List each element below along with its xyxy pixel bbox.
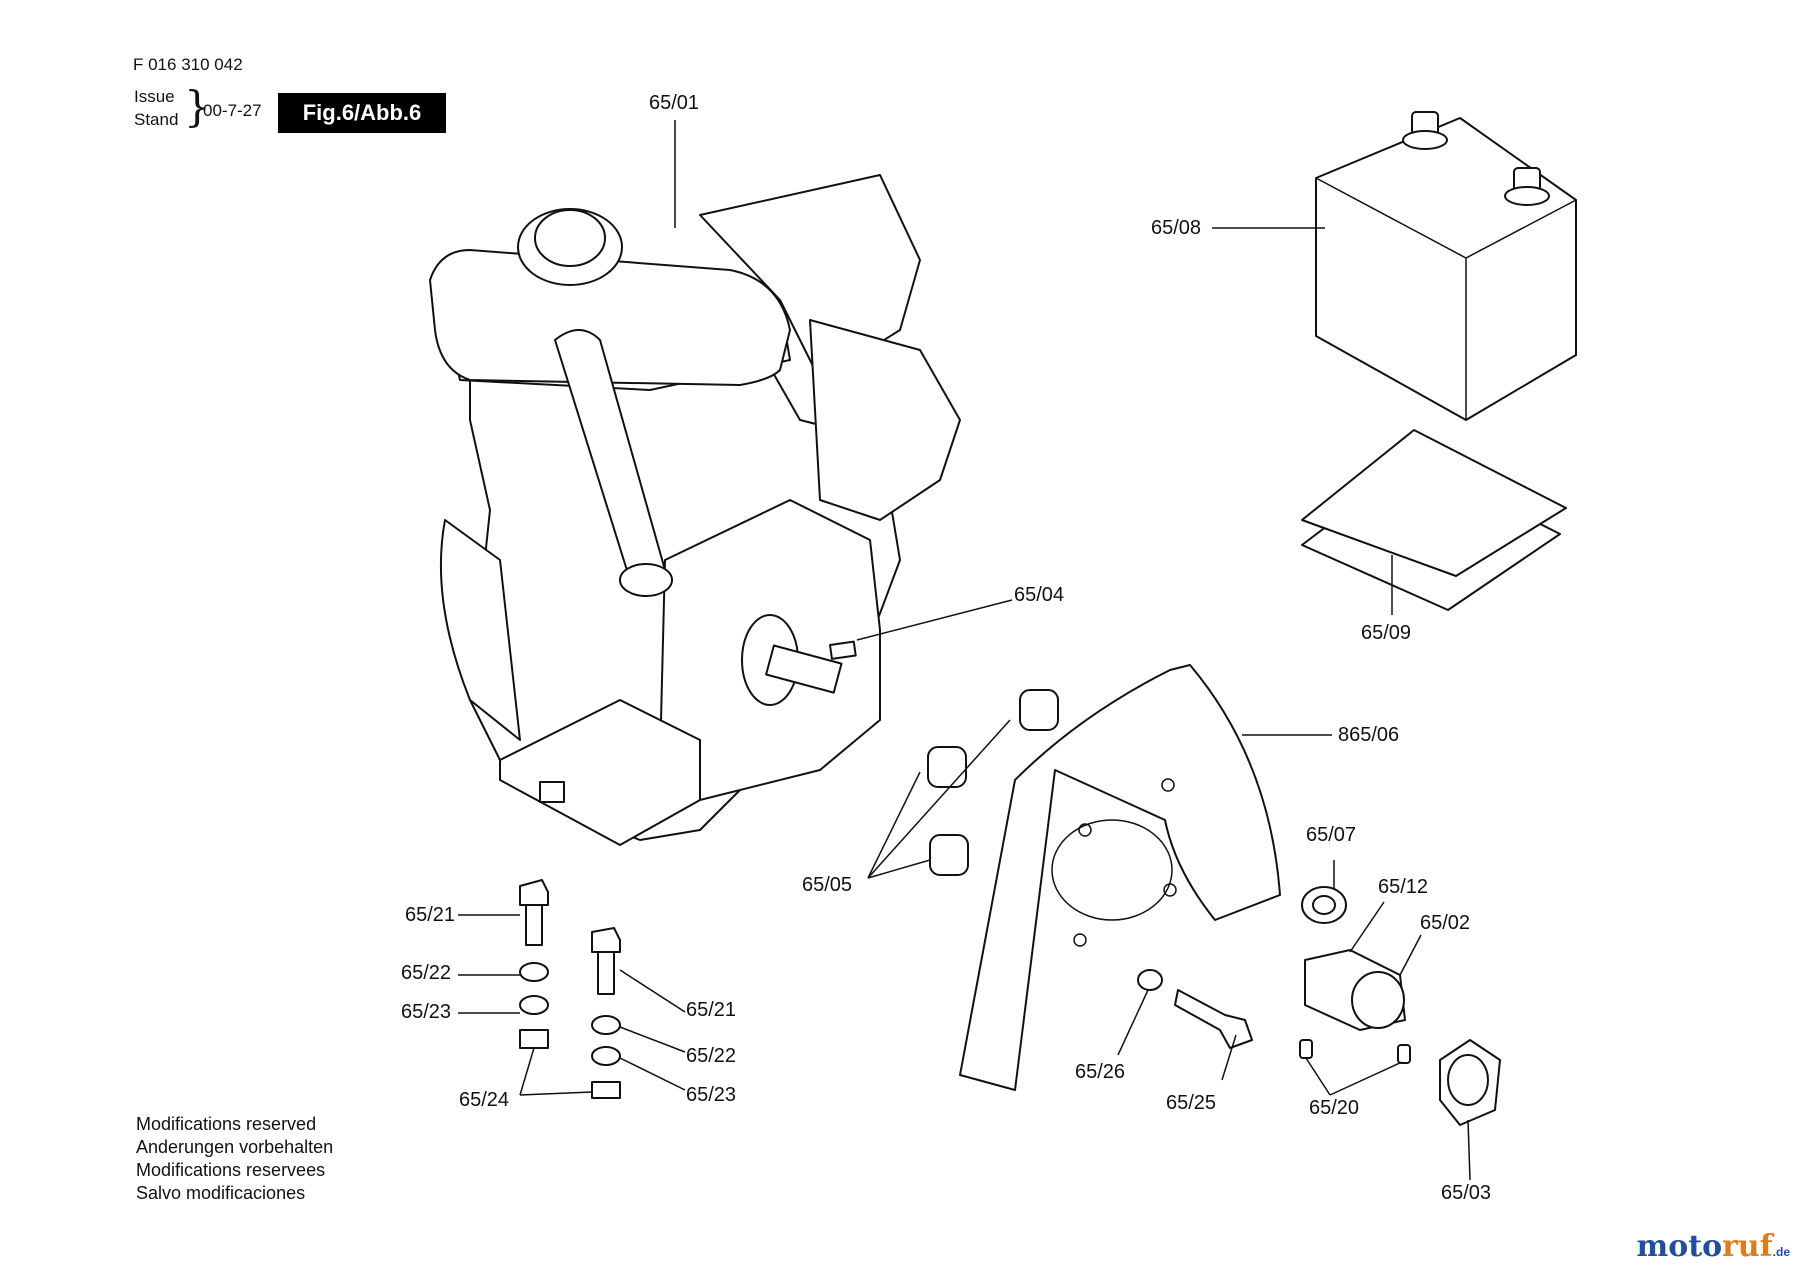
callout-bolt-25: 65/25	[1166, 1092, 1217, 1114]
note-es: Salvo modificaciones	[136, 1183, 306, 1203]
callout-battery: 65/08	[1151, 217, 1202, 239]
leader-lines	[458, 120, 1471, 1181]
engine-guard-drawing	[959, 664, 1281, 1091]
watermark-logo: motoruf.de	[1636, 1229, 1791, 1264]
note-fr: Modifications reservees	[136, 1160, 326, 1180]
modification-notes: Modifications reserved Anderungen vorbeh…	[136, 1113, 333, 1205]
issue-date: 00-7-27	[203, 101, 262, 120]
note-de: Anderungen vorbehalten	[136, 1137, 334, 1157]
battery-drawing	[1315, 111, 1577, 421]
callout-pin: 65/02	[1420, 912, 1471, 934]
callout-battery-pads: 65/09	[1361, 622, 1412, 644]
spacers-drawing	[927, 689, 1059, 876]
callout-hub: 65/12	[1378, 876, 1429, 898]
callout-bolt-left: 65/21	[405, 904, 456, 926]
callout-spacers: 65/05	[802, 874, 853, 896]
callout-coupling: 65/03	[1441, 1182, 1492, 1204]
callout-washer-left: 65/22	[401, 962, 452, 984]
callout-washer-26: 65/26	[1075, 1061, 1126, 1083]
callout-key: 65/04	[1014, 584, 1065, 606]
hub-drawing	[1299, 886, 1501, 1126]
callout-lockwasher-left: 65/23	[401, 1001, 452, 1023]
document-number: F 016 310 042	[133, 55, 243, 74]
battery-pads-drawing	[1301, 429, 1567, 611]
callout-bolt-right: 65/21	[686, 999, 737, 1021]
callout-lockwasher-right: 65/23	[686, 1084, 737, 1106]
figure-badge: Fig.6/Abb.6	[278, 93, 446, 133]
callout-setscrews: 65/20	[1309, 1097, 1360, 1119]
brace-icon: }	[184, 82, 211, 131]
issue-label: Issue	[134, 87, 175, 106]
callout-bushing: 65/07	[1306, 824, 1357, 846]
callout-guard: 865/06	[1338, 724, 1400, 746]
callout-engine: 65/01	[649, 92, 700, 114]
engine-drawing	[429, 174, 961, 846]
note-en: Modifications reserved	[136, 1114, 317, 1134]
callout-washer-right: 65/22	[686, 1045, 737, 1067]
callout-nut: 65/24	[459, 1089, 510, 1111]
stand-label: Stand	[134, 110, 179, 129]
